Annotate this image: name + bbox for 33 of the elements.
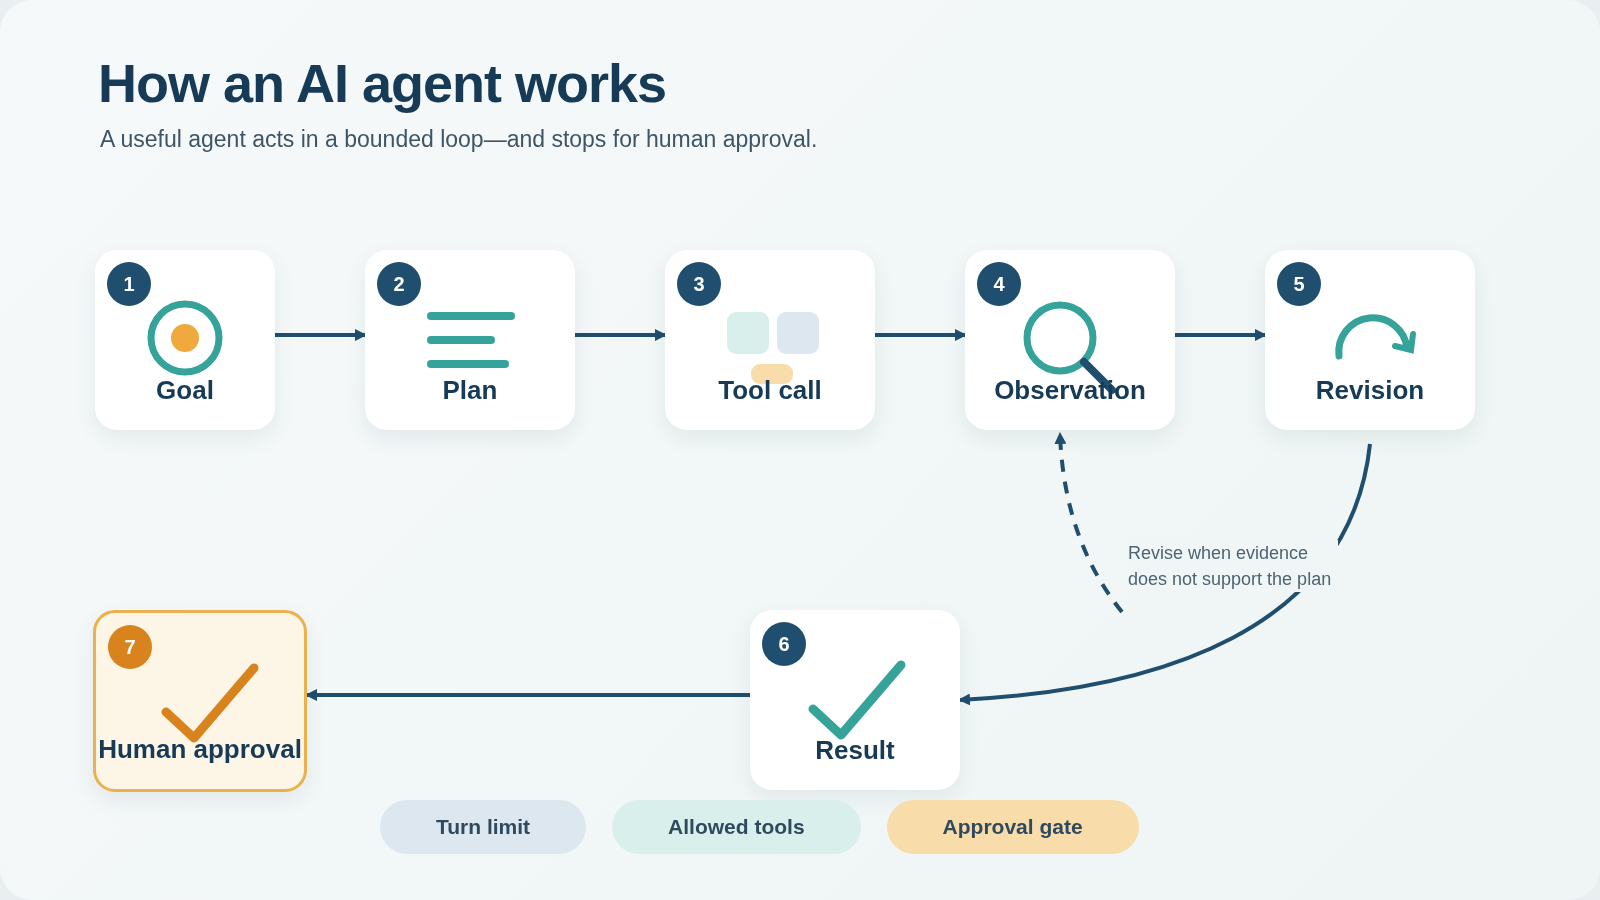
step-card <box>95 250 275 430</box>
title: How an AI agent works <box>98 52 667 114</box>
arrow <box>575 329 667 341</box>
step-number: 6 <box>762 622 806 666</box>
approval-card <box>93 610 307 792</box>
subtitle: A useful agent acts in a bounded loop—and stops for human approval. <box>100 126 818 153</box>
step-card <box>665 250 875 430</box>
legend-pill: Turn limit <box>380 800 587 854</box>
arrow <box>1054 432 1124 614</box>
step-card <box>750 610 960 790</box>
step-number: 1 <box>107 262 151 306</box>
step-label: Human approval <box>97 734 303 765</box>
step-card <box>1265 250 1475 430</box>
step-number: 3 <box>677 262 721 306</box>
legend-pill: Allowed tools <box>612 800 861 854</box>
arrow <box>958 443 1372 706</box>
step-card <box>365 250 575 430</box>
legend-pill: Approval gate <box>886 800 1139 854</box>
edge-label: Revise when evidence does not support the plan <box>1128 540 1338 592</box>
arrow <box>275 329 367 341</box>
step-label: Result <box>814 735 896 766</box>
arrow <box>875 329 967 341</box>
arrow <box>305 689 750 701</box>
step-label: Tool call <box>717 375 823 406</box>
step-card <box>965 250 1175 430</box>
step-number: 4 <box>977 262 1021 306</box>
step-label: Plan <box>441 375 499 406</box>
step-number: 5 <box>1277 262 1321 306</box>
arrow <box>1175 329 1267 341</box>
step-label: Revision <box>1314 375 1426 406</box>
step-number: 2 <box>377 262 421 306</box>
step-number: 7 <box>108 625 152 669</box>
step-label: Goal <box>155 375 215 406</box>
